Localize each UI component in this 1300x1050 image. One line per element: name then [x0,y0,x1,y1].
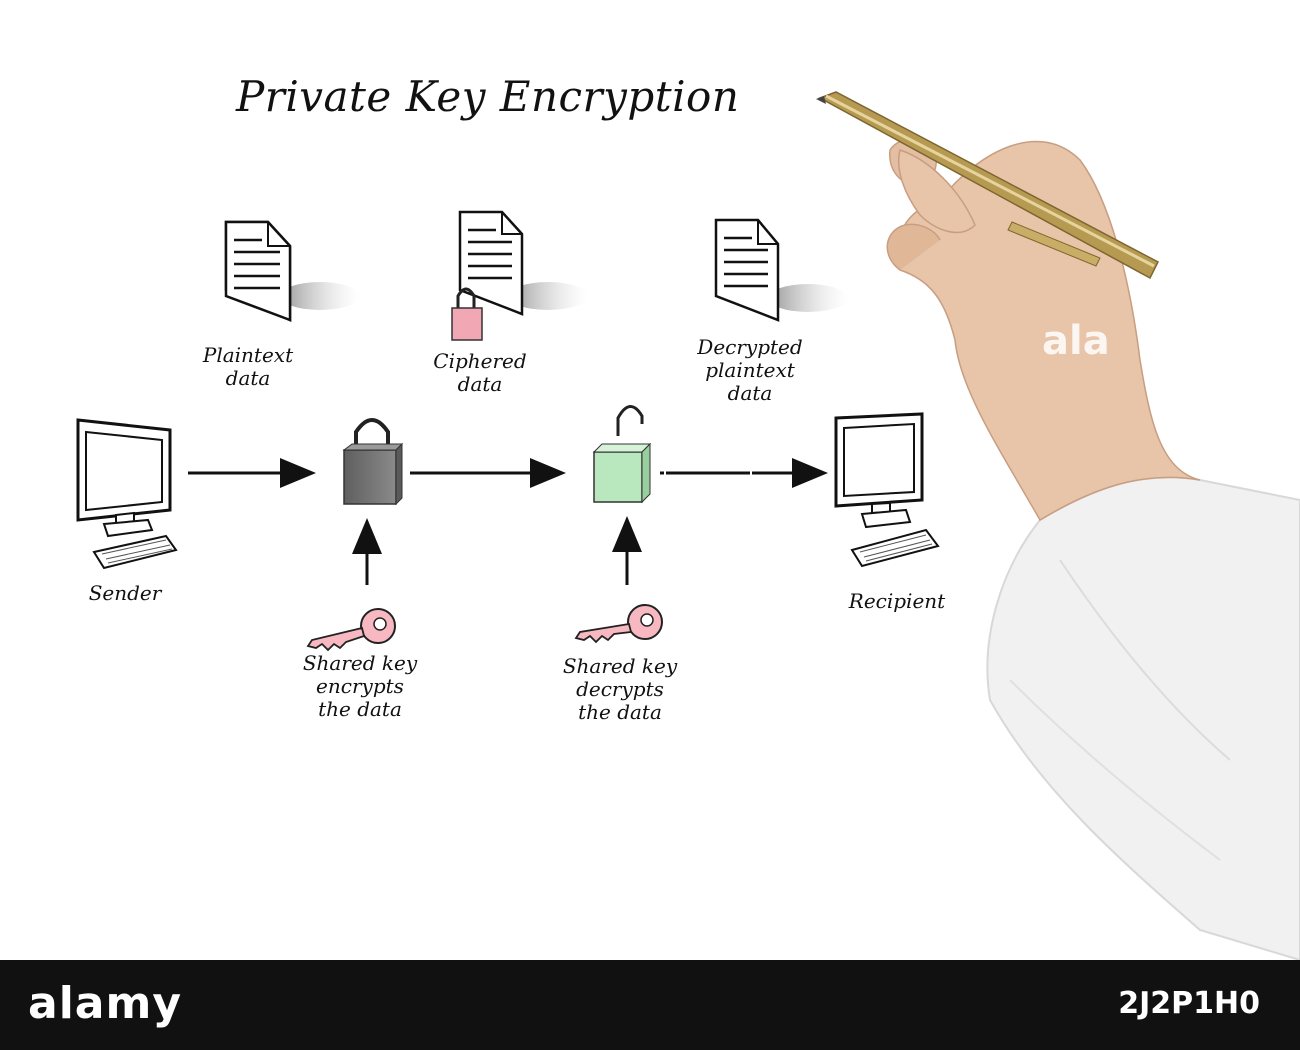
watermark: ala [1042,318,1110,364]
label-recipient: Recipient [848,589,946,613]
computer-icon [76,418,178,570]
document-icon [714,218,848,322]
diagram-title: Private Key Encryption [236,72,740,121]
brand-logo: alamy [28,978,182,1029]
label-shared-key-decrypts: Shared key decrypts the data [562,654,678,724]
stock-footer-bar: alamy 2J2P1H0 [0,960,1300,1050]
hand-with-pen [816,91,1300,960]
label-plaintext-data: Plaintext data [202,343,294,390]
sleeve [986,476,1300,960]
label-shared-key-encrypts: Shared key encrypts the data [302,651,418,721]
document-icon [224,220,360,322]
padlock-icon [342,418,404,506]
document-icon [458,210,588,316]
hand [896,140,1201,522]
label-ciphered-data: Ciphered data [433,349,527,396]
computer-icon [834,412,940,568]
diagram-graphics [76,210,940,652]
key-icon [306,608,396,652]
label-sender: Sender [88,581,162,605]
pen-icon [816,91,1159,280]
key-icon [574,604,663,644]
padlock-icon [451,287,483,341]
diagram-stage: Private Key Encryption [76,72,1300,960]
padlock-icon [592,405,652,504]
image-id: 2J2P1H0 [1118,986,1260,1021]
label-decrypted-data: Decrypted plaintext data [697,335,803,405]
